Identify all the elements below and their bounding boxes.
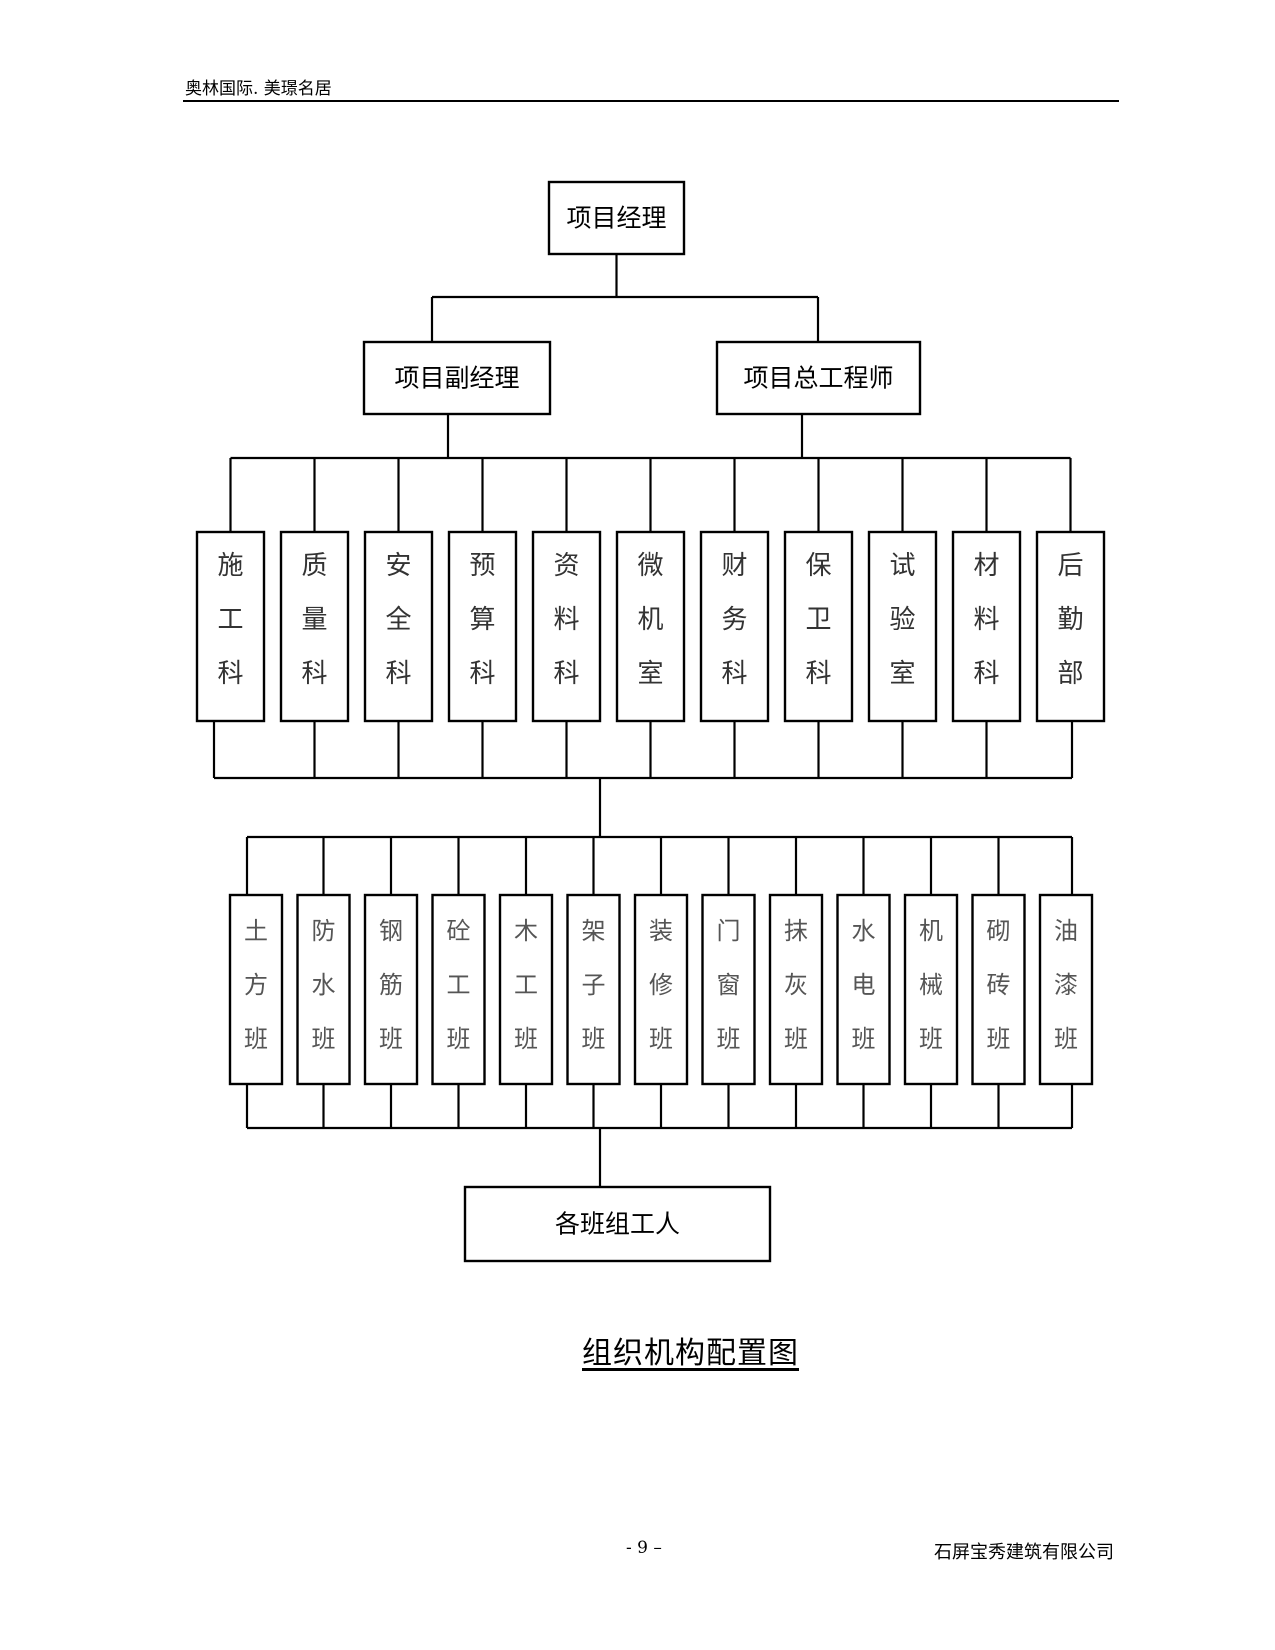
team-box-3	[363, 893, 419, 1086]
team-label-6: 架子班	[582, 917, 606, 1053]
department-box-7	[699, 530, 770, 723]
team-box-4	[431, 893, 486, 1086]
department-box-6	[615, 530, 686, 723]
department-label-3: 安全科	[385, 551, 411, 689]
department-label-11: 后勤部	[1057, 551, 1083, 689]
department-box-9	[867, 530, 938, 723]
department-box-8	[783, 530, 854, 723]
department-box-11	[1035, 530, 1106, 723]
deputy-label-2: 项目总工程师	[743, 364, 893, 393]
department-label-4: 预算科	[469, 551, 495, 689]
department-label-10: 材料科	[973, 551, 999, 689]
deputy-box-1	[362, 340, 552, 416]
project-manager-box	[547, 180, 686, 256]
team-label-1: 土方班	[244, 917, 268, 1053]
department-label-7: 财务科	[721, 551, 747, 689]
team-label-4: 砼工班	[447, 917, 471, 1053]
diagram-caption: 组织机构配置图	[582, 1336, 799, 1371]
department-label-5: 资料科	[553, 551, 579, 689]
team-box-2	[296, 893, 351, 1086]
team-box-9	[768, 893, 824, 1086]
team-box-8	[701, 893, 756, 1086]
header-title: 奥林国际. 美璟名居	[185, 79, 332, 99]
team-label-5: 木工班	[514, 917, 538, 1053]
team-box-12	[971, 893, 1026, 1086]
team-box-13	[1038, 893, 1094, 1086]
deputy-box-2	[715, 340, 922, 416]
team-box-10	[836, 893, 891, 1086]
page-number: - 9 –	[626, 1538, 662, 1558]
department-label-6: 微机室	[637, 551, 663, 689]
company-name: 石屏宝秀建筑有限公司	[934, 1542, 1114, 1563]
team-box-11	[903, 893, 959, 1086]
project-manager-label: 项目经理	[566, 204, 666, 233]
department-box-3	[363, 530, 434, 723]
team-label-11: 机械班	[919, 917, 943, 1053]
team-box-1	[228, 893, 284, 1086]
workers-box	[463, 1185, 772, 1263]
department-box-5	[531, 530, 602, 723]
team-label-7: 装修班	[649, 917, 673, 1053]
department-box-10	[951, 530, 1022, 723]
department-label-2: 质量科	[301, 551, 327, 689]
team-label-9: 抹灰班	[784, 917, 808, 1053]
department-box-1	[195, 530, 266, 723]
team-box-5	[498, 893, 554, 1086]
team-label-12: 砌砖班	[987, 917, 1011, 1053]
department-label-8: 保卫科	[805, 551, 831, 689]
department-box-4	[447, 530, 518, 723]
department-label-9: 试验室	[889, 551, 915, 689]
connector-lines	[212, 254, 1074, 1187]
workers-label: 各班组工人	[555, 1210, 680, 1239]
department-box-2	[279, 530, 350, 723]
team-box-6	[566, 893, 621, 1086]
department-label-1: 施工科	[217, 551, 243, 689]
team-label-3: 钢筋班	[379, 917, 403, 1053]
header-rule	[183, 100, 1119, 102]
team-label-13: 油漆班	[1054, 917, 1078, 1053]
team-label-10: 水电班	[852, 917, 876, 1053]
deputy-label-1: 项目副经理	[394, 364, 519, 393]
team-label-2: 防水班	[312, 917, 336, 1053]
team-box-7	[633, 893, 689, 1086]
team-label-8: 门窗班	[717, 917, 741, 1053]
